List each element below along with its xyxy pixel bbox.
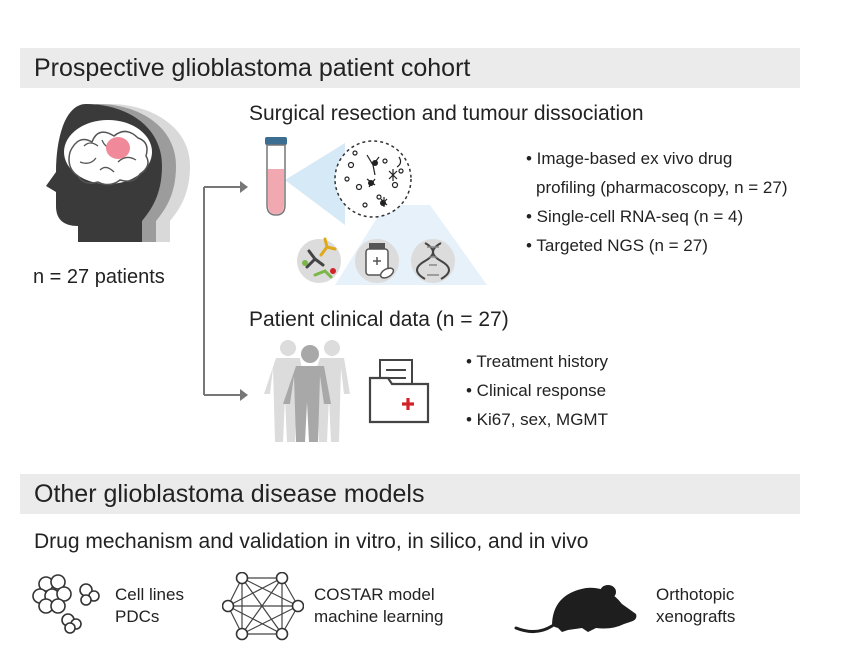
patient-count-label: n = 27 patients — [33, 266, 165, 288]
cohort-section-title: Prospective glioblastoma patient cohort — [34, 54, 471, 82]
costar-label: COSTAR model machine learning — [314, 585, 444, 626]
medical-folder-icon — [368, 359, 430, 424]
clinical-bullets: • Treatment history • Clinical response … — [466, 347, 608, 434]
surgery-bullets: • Image-based ex vivo drug profiling (ph… — [526, 144, 788, 260]
cohort-section-band: Prospective glioblastoma patient cohort — [20, 48, 800, 88]
cell-cluster-icon — [32, 574, 100, 634]
surgery-bullet-2: profiling (pharmacoscopy, n = 27) — [536, 178, 788, 197]
models-subtitle: Drug mechanism and validation in vitro, … — [34, 530, 589, 553]
surgery-bullet-3: • Single-cell RNA-seq (n = 4) — [526, 207, 744, 226]
models-section-band: Other glioblastoma disease models — [20, 474, 800, 514]
surgery-bullet-1: • Image-based ex vivo drug — [526, 149, 733, 168]
tumour-dissociation-illustration — [265, 137, 487, 285]
models-section-title: Other glioblastoma disease models — [34, 480, 425, 508]
xenografts-label: Orthotopic xenografts — [656, 585, 736, 626]
mouse-icon — [514, 585, 637, 633]
surgery-bullet-4: • Targeted NGS (n = 27) — [526, 236, 708, 255]
clinical-bullet-2: • Clinical response — [466, 381, 607, 400]
clinical-heading: Patient clinical data (n = 27) — [249, 308, 509, 331]
cell-lines-label: Cell lines PDCs — [115, 585, 184, 626]
patients-group-icon — [264, 340, 350, 442]
clinical-bullet-3: • Ki67, sex, MGMT — [466, 410, 608, 429]
branch-arrows — [203, 181, 248, 401]
patient-head-icon — [46, 104, 190, 242]
network-icon — [222, 572, 304, 641]
clinical-bullet-1: • Treatment history — [466, 352, 609, 371]
surgery-heading: Surgical resection and tumour dissociati… — [249, 102, 644, 125]
